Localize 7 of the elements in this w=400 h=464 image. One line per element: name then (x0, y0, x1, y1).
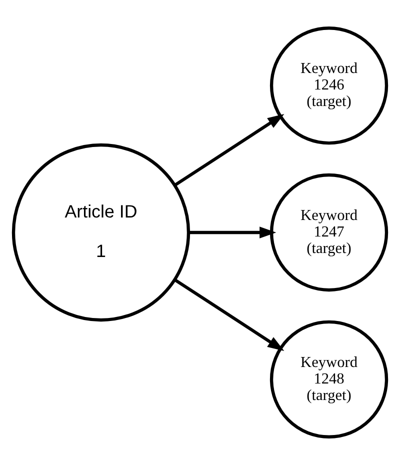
node-circle: Keyword 1247 (target) (270, 172, 388, 292)
node-circle: Article ID 1 (12, 142, 190, 322)
arrow (188, 226, 276, 238)
node-circle: Keyword 1246 (target) (270, 26, 388, 144)
node-circle: Keyword 1248 (target) (270, 320, 388, 438)
arrow (174, 278, 284, 351)
arrow (174, 113, 284, 186)
